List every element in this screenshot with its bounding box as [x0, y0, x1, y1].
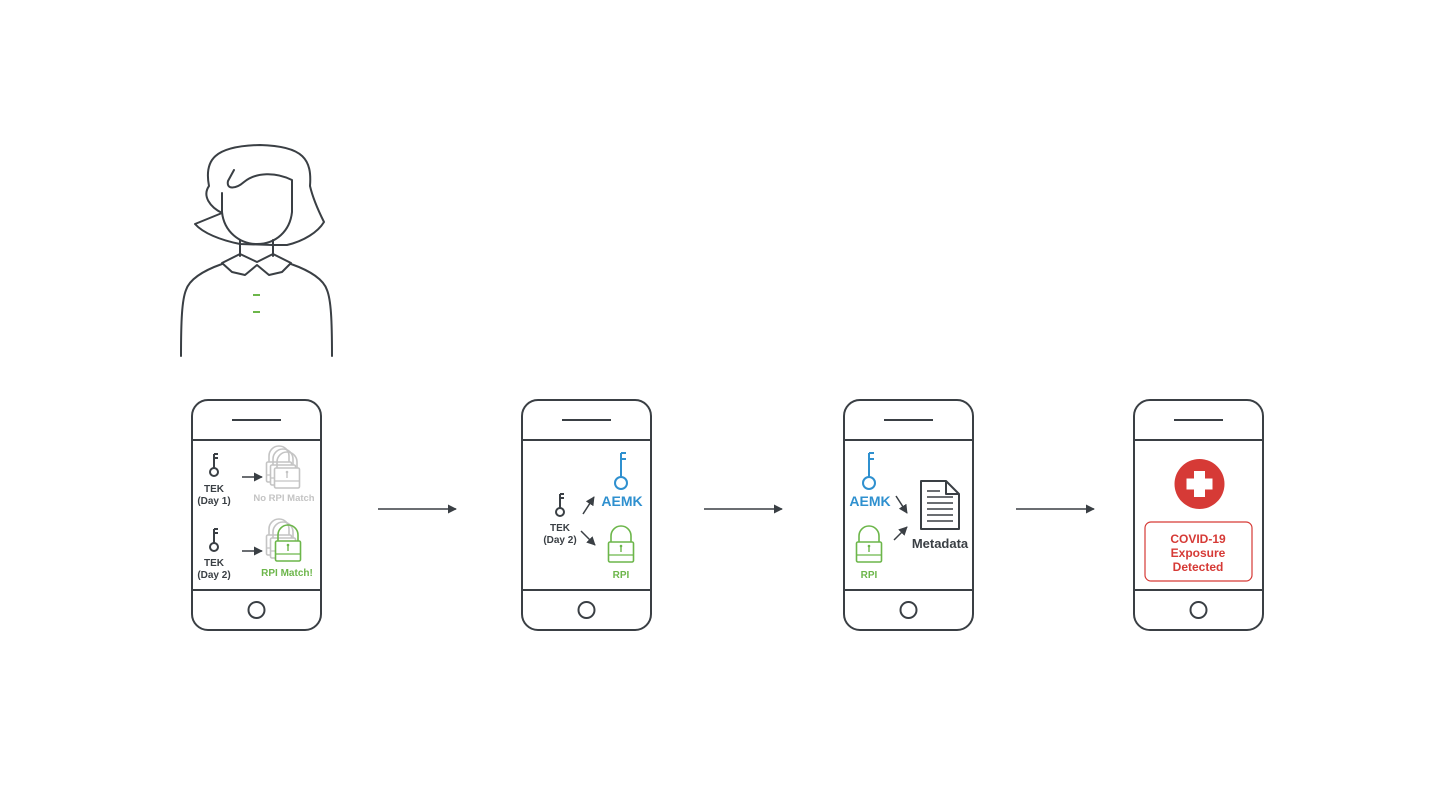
arrow-icon — [580, 530, 596, 546]
no-match-label: No RPI Match — [253, 493, 314, 504]
rpi-label: RPI — [613, 570, 630, 581]
alert-line-1: COVID-19 — [1170, 532, 1226, 546]
phone-4: COVID-19 Exposure Detected — [1133, 399, 1264, 631]
tek-sublabel: (Day 2) — [543, 535, 576, 546]
tek-label: TEK — [550, 523, 571, 534]
phone-2: TEK (Day 2) AEMK RPI — [521, 399, 652, 631]
exposure-alert-box — [1144, 521, 1253, 582]
rpi-label: RPI — [861, 570, 878, 581]
phone-3: AEMK RPI Metadata — [843, 399, 974, 631]
tek-day1-label: TEK — [204, 484, 225, 495]
tek-day2-label: TEK — [204, 558, 225, 569]
arrow-icon — [893, 526, 908, 541]
match-label: RPI Match! — [261, 568, 313, 579]
tek-day1-sublabel: (Day 1) — [197, 496, 230, 507]
document-icon — [920, 480, 960, 530]
alert-line-2: Exposure — [1171, 546, 1226, 560]
arrow-icon — [582, 496, 595, 515]
phone-icon — [1133, 399, 1264, 631]
arrow-icon — [895, 495, 908, 514]
phone-icon — [191, 399, 322, 631]
metadata-label: Metadata — [912, 536, 969, 551]
alert-line-3: Detected — [1173, 560, 1224, 574]
aemk-label: AEMK — [601, 493, 642, 509]
phone-icon — [521, 399, 652, 631]
aemk-label: AEMK — [849, 493, 890, 509]
medical-cross-icon — [1174, 459, 1225, 509]
phone-1: TEK (Day 1) No RPI Match TEK (Day 2) RPI… — [191, 399, 322, 631]
person-icon — [180, 144, 333, 357]
tek-day2-sublabel: (Day 2) — [197, 570, 230, 581]
